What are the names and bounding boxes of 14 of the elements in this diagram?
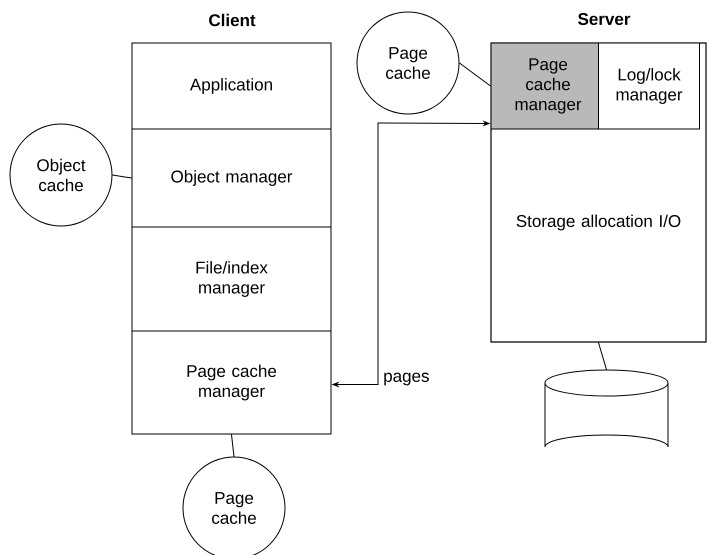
connector-line xyxy=(112,174,132,178)
connector-line xyxy=(598,342,607,370)
disk-cylinder xyxy=(544,370,668,448)
module-box: File/index manager xyxy=(132,226,332,332)
edge-label: pages xyxy=(382,372,431,386)
module-box: Log/lock manager xyxy=(598,42,700,130)
connector-line xyxy=(459,62,491,86)
connector-line xyxy=(231,434,234,457)
module-box: Application xyxy=(132,42,332,130)
column-title: Server xyxy=(578,12,630,26)
column-title: Client xyxy=(209,14,256,26)
module-box: Page cache manager xyxy=(132,330,332,434)
module-box: Page cache manager xyxy=(490,42,606,130)
module-box: Object manager xyxy=(132,128,332,228)
